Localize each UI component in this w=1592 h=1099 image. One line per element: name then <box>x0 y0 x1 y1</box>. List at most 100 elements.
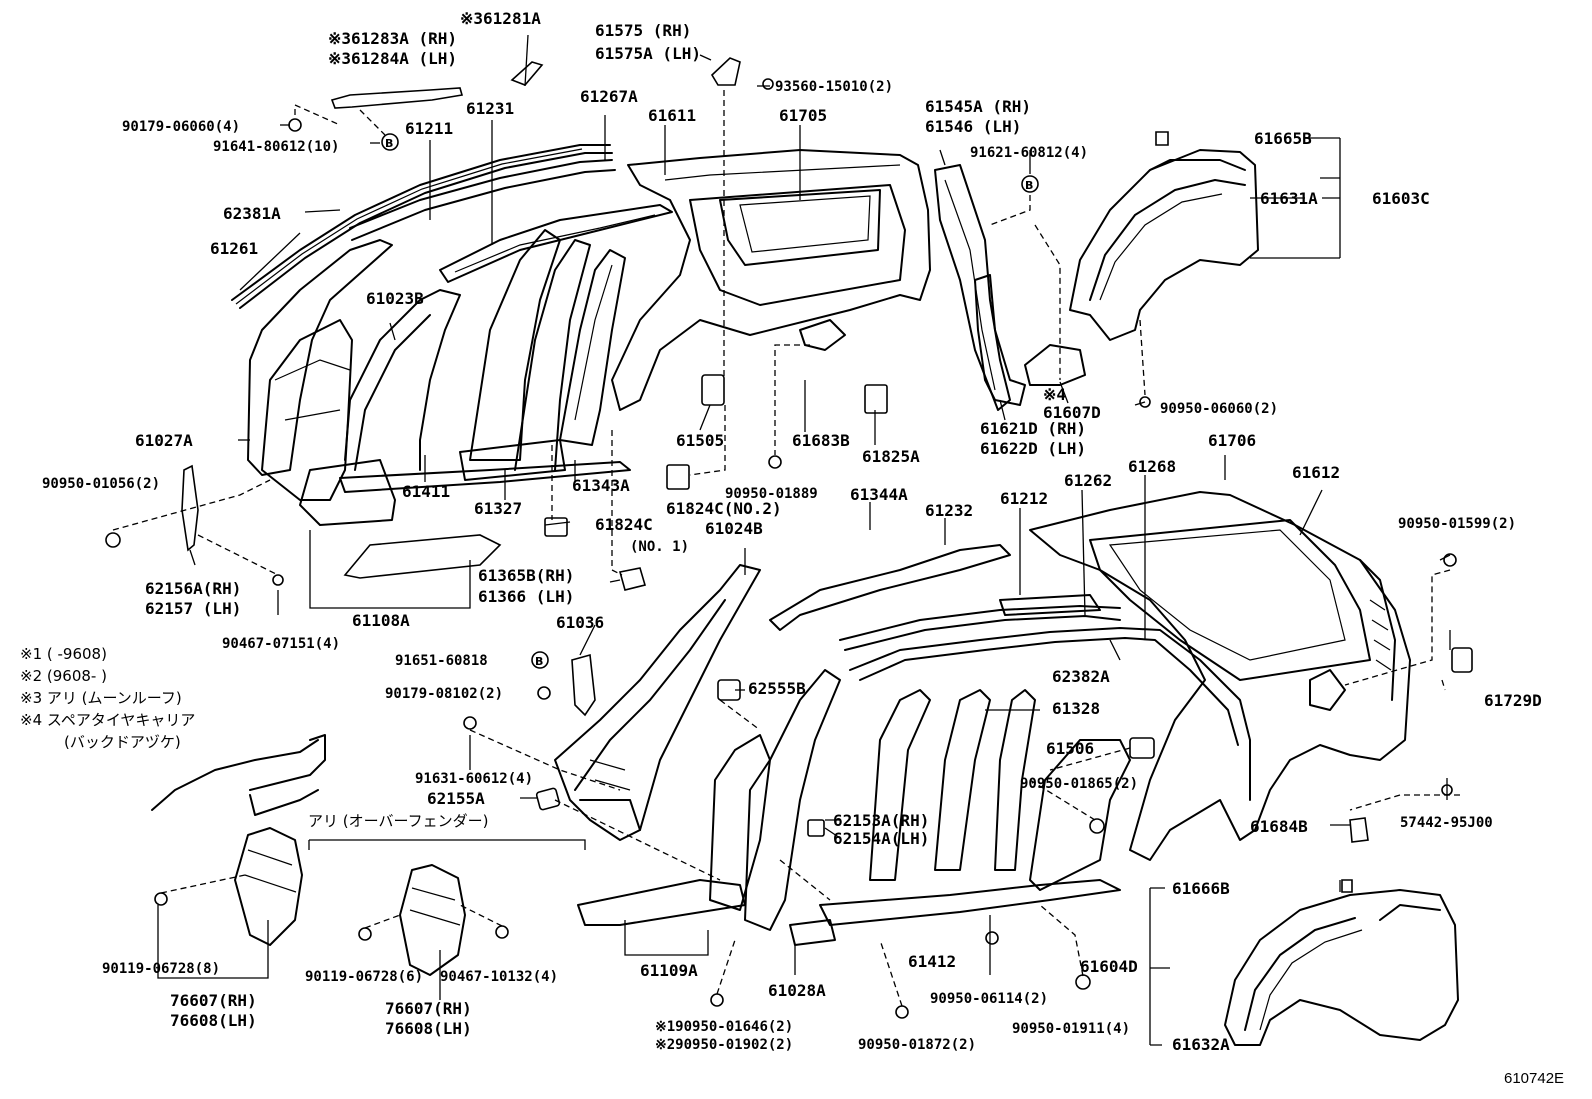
note-2: ※2 (9608- ) <box>20 667 107 685</box>
bolt-93560 <box>762 78 774 90</box>
plug-61506 <box>1129 737 1155 759</box>
label-90950-01872: 90950-01872(2) <box>858 1037 977 1053</box>
label-91621: 91621-60812(4) <box>970 145 1089 161</box>
bolt-90179-08102 <box>537 686 551 700</box>
label-61506: 61506 <box>1046 739 1095 758</box>
label-90950-01056: 90950-01056(2) <box>42 476 161 492</box>
pillar-61028a <box>789 919 836 946</box>
label-62155a: 62155A <box>427 789 485 808</box>
body-side-front-61023b <box>247 239 461 526</box>
label-61267a: 61267A <box>580 87 638 106</box>
note-overfender: アリ (オーバーフェンダー) <box>308 812 489 830</box>
note-3: ※3 アリ (ムーンルーフ) <box>20 689 182 707</box>
label-61343a: 61343A <box>572 476 630 495</box>
label-61632a: 61632A <box>1172 1035 1230 1054</box>
label-61666b: 61666B <box>1172 879 1230 898</box>
bolt-90119b <box>358 927 372 941</box>
block-61824c <box>544 517 568 537</box>
cap-61729d <box>1451 647 1473 673</box>
label-76607-a: 76607(RH) <box>170 991 257 1010</box>
roof-rail-61262 <box>839 605 1121 641</box>
rocker-61109a <box>577 879 746 926</box>
roof-panel-61232 <box>769 544 1011 631</box>
pillar-61343a <box>559 249 626 446</box>
label-61028a: 61028A <box>768 981 826 1000</box>
label-62156a: 62156A(RH) <box>145 579 242 598</box>
pillar-61109a <box>709 734 771 911</box>
label-62153a: 62153A(RH) <box>833 811 930 830</box>
clip-90950-01872 <box>895 1005 909 1019</box>
rocker-61412 <box>819 879 1121 926</box>
clip-61505 <box>701 374 725 406</box>
block-61825a <box>864 384 888 414</box>
label-61344a: 61344A <box>850 485 908 504</box>
roof-rail-62381a <box>231 144 613 309</box>
bracket-61684b <box>1349 817 1369 843</box>
clip-90950-01056 <box>105 532 121 548</box>
label-61281a: ※361281A <box>460 9 541 28</box>
strap-61283a <box>330 87 464 109</box>
label-61366: 61366 (LH) <box>478 587 575 606</box>
rail-61212 <box>999 594 1101 616</box>
label-61824c2: 61824C(NO.2) <box>666 499 782 518</box>
label-61607d: 61607D <box>1043 403 1101 422</box>
bolt-90119a <box>154 892 168 906</box>
clip-90950-01911 <box>1075 974 1091 990</box>
roof-panel-61231 <box>439 204 673 283</box>
label-61261: 61261 <box>210 239 259 258</box>
block-61824c2 <box>666 464 690 490</box>
bracket-61036 <box>571 653 596 717</box>
mud-guard-76607b <box>399 864 466 976</box>
label-61283a: ※361283A (RH) <box>328 29 457 48</box>
label-90950-01865: 90950-01865(2) <box>1020 776 1139 792</box>
label-61729d: 61729D <box>1484 691 1542 710</box>
clip-90950-01865 <box>1089 818 1105 834</box>
label-61546: 61546 (LH) <box>925 117 1022 136</box>
label-61411: 61411 <box>402 482 451 501</box>
label-61825a: 61825A <box>862 447 920 466</box>
bracket-61575 <box>710 57 741 86</box>
wheelhouse-61603c <box>1069 149 1259 341</box>
label-61365b: 61365B(RH) <box>478 566 575 585</box>
wheelhouse-61604d <box>1224 889 1459 1046</box>
label-90950-06060: 90950-06060(2) <box>1160 401 1279 417</box>
label-61212: 61212 <box>1000 489 1049 508</box>
rocker-61411 <box>339 461 631 493</box>
label-90119-b: 90119-06728(6) <box>305 969 424 985</box>
strip-62156a <box>181 464 199 552</box>
bracket-61365b <box>618 567 647 591</box>
label-62381a: 62381A <box>223 204 281 223</box>
label-61622d: 61622D (LH) <box>980 439 1086 458</box>
clip-90950-01889 <box>768 455 782 469</box>
bracket-61281a <box>510 61 544 86</box>
label-61024b: 61024B <box>705 519 763 538</box>
label-62157: 62157 (LH) <box>145 599 242 618</box>
label-90179-08102: 90179-08102(2) <box>385 686 504 702</box>
label-90467-10132: 90467-10132(4) <box>440 969 559 985</box>
fender-outline <box>151 739 319 811</box>
label-61824c-no1: (NO. 1) <box>630 539 690 555</box>
label-61631a: 61631A <box>1260 189 1318 208</box>
svg-text:B: B <box>385 137 393 150</box>
label-61705: 61705 <box>779 106 828 125</box>
label-61232: 61232 <box>925 501 974 520</box>
label-61683b: 61683B <box>792 431 850 450</box>
clip-90950-01646 <box>710 993 724 1007</box>
label-61268: 61268 <box>1128 457 1177 476</box>
label-90179-06060: 90179-06060(4) <box>122 119 241 135</box>
label-61231: 61231 <box>466 99 515 118</box>
label-61284a: ※361284A (LH) <box>328 49 457 68</box>
label-90467-07151: 90467-07151(4) <box>222 636 341 652</box>
body-side-61024b <box>554 564 761 841</box>
nut-91641 <box>381 133 399 151</box>
label-61545a: 61545A (RH) <box>925 97 1031 116</box>
label-61505: 61505 <box>676 431 725 450</box>
svg-text:B: B <box>1025 179 1033 192</box>
body-side-rear-61612 <box>1029 491 1411 861</box>
label-90119-a: 90119-06728(8) <box>102 961 221 977</box>
label-76608-a: 76608(LH) <box>170 1011 257 1030</box>
carrier-61607d <box>1024 344 1086 386</box>
label-62154a: 62154A(LH) <box>833 829 930 848</box>
label-61027a: 61027A <box>135 431 193 450</box>
label-91651: 91651-60818 <box>395 653 488 669</box>
